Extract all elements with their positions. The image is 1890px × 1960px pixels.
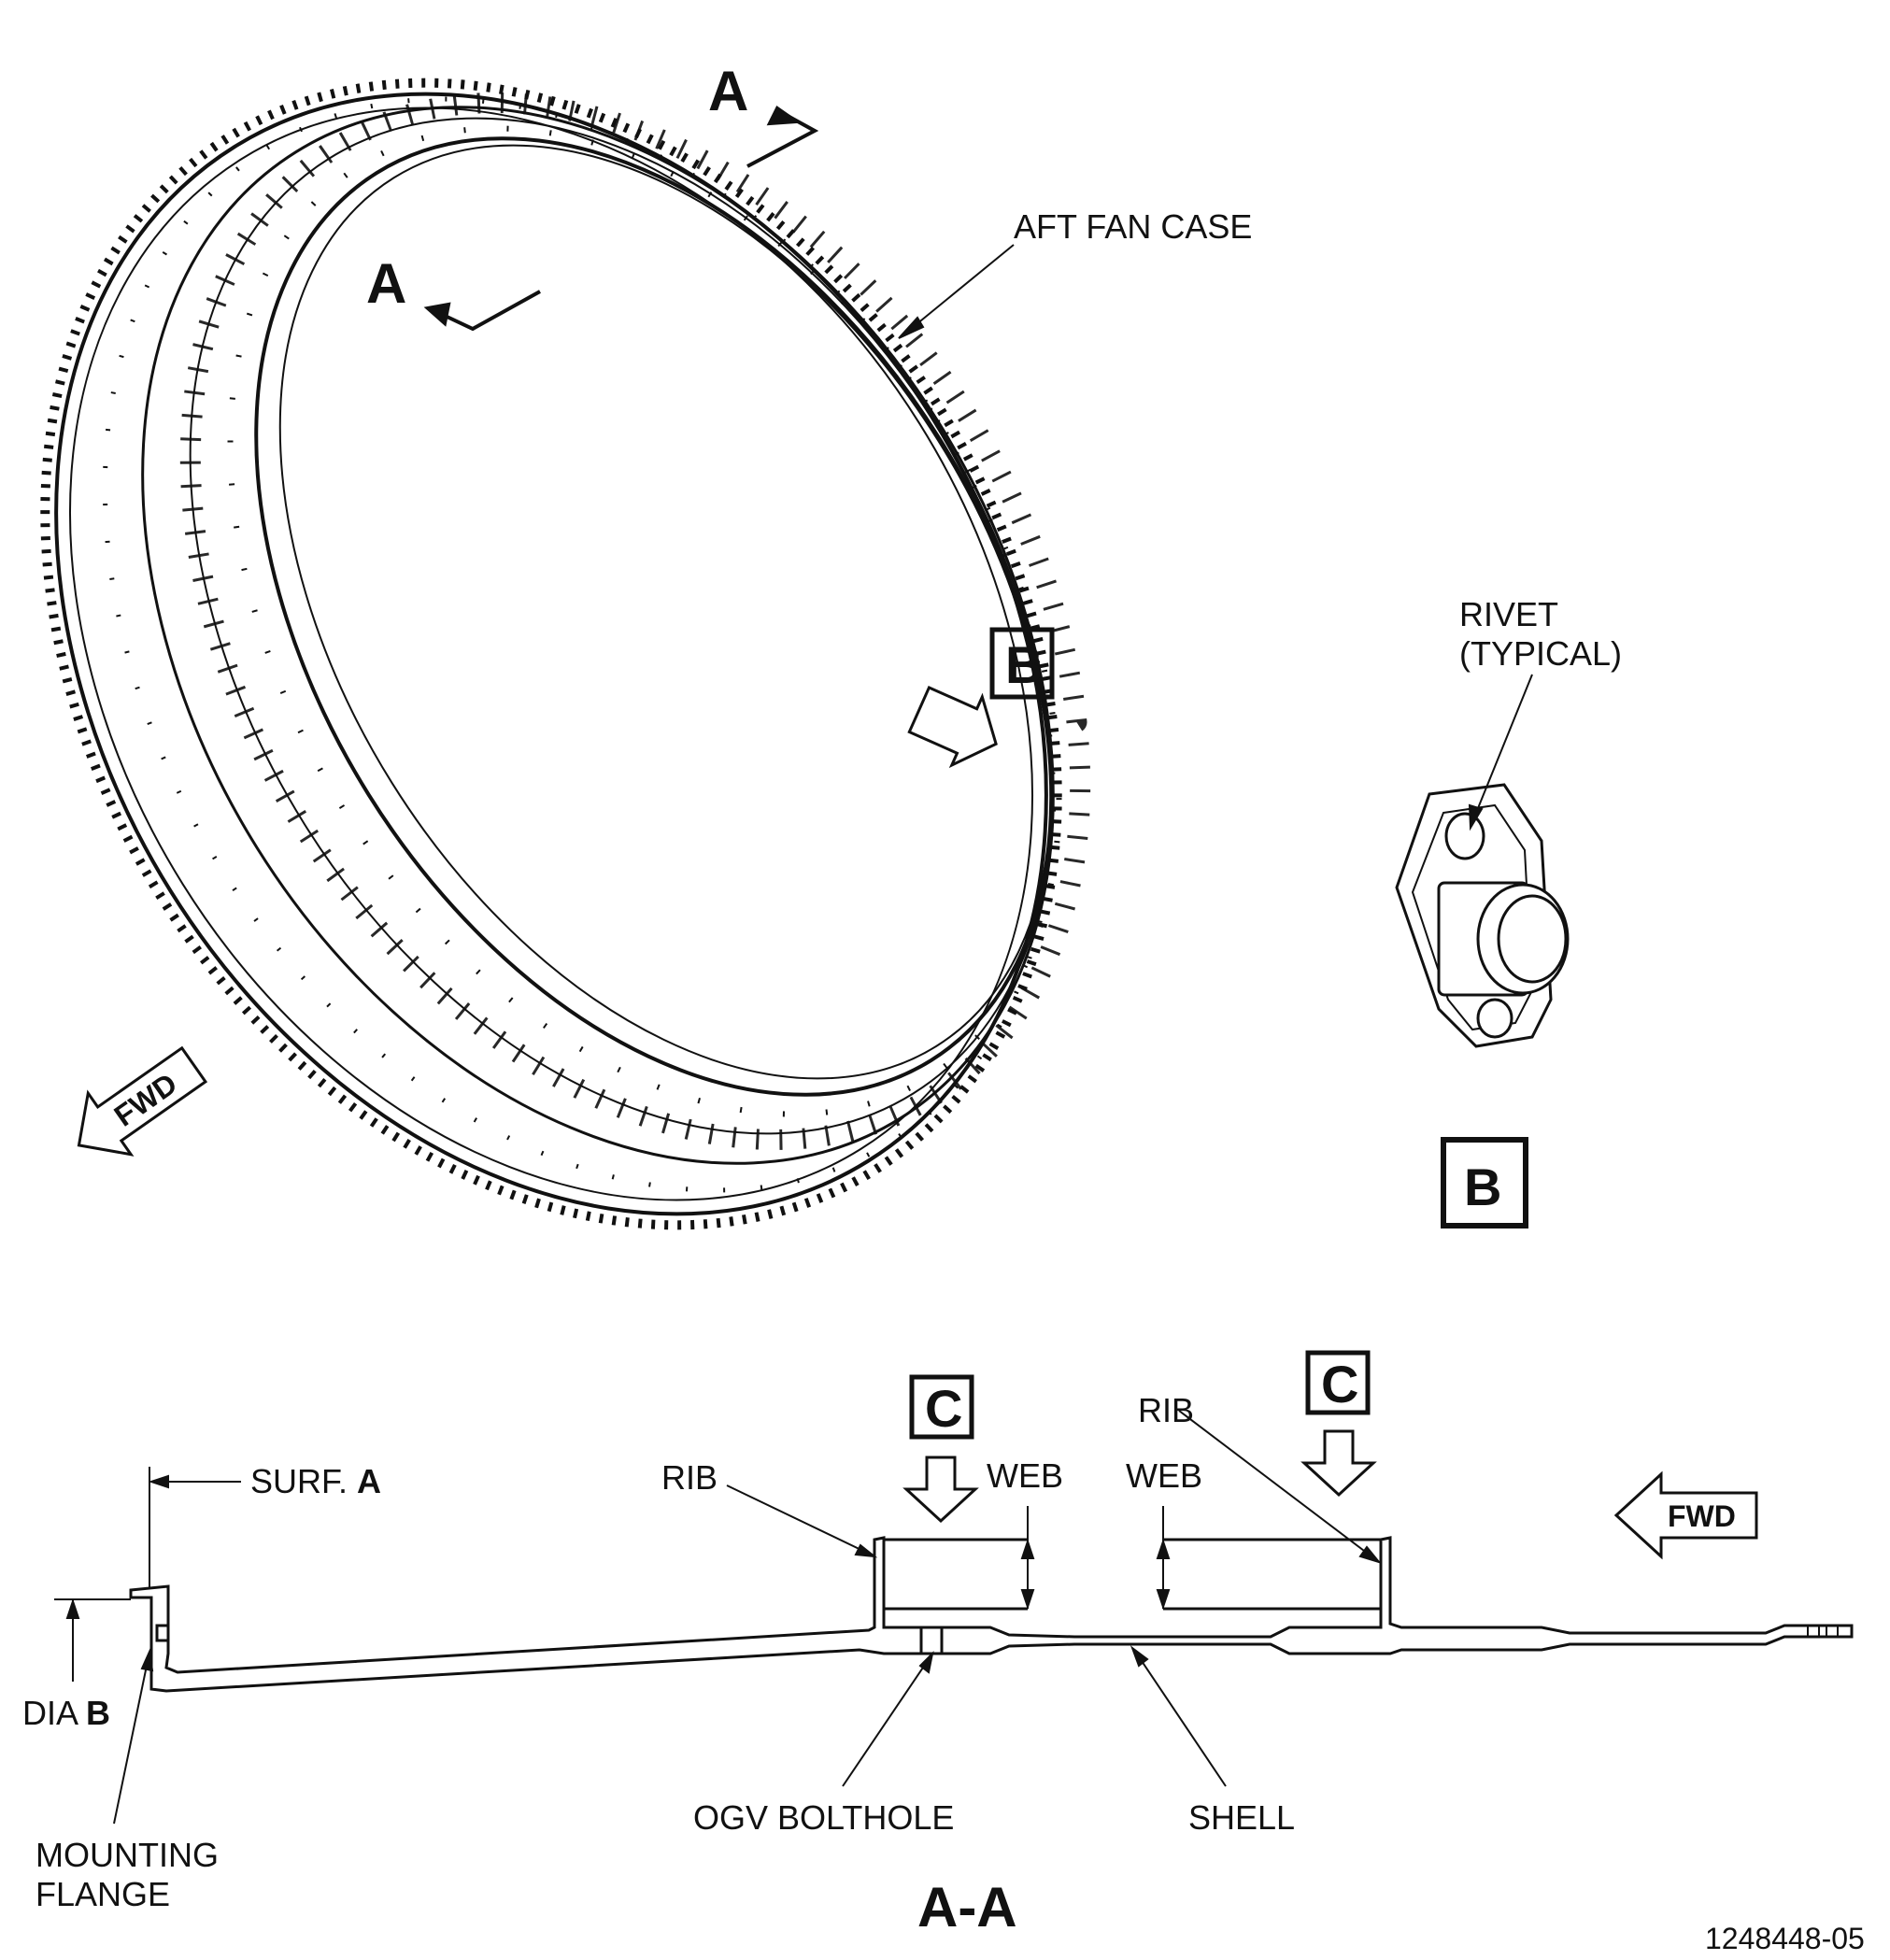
detail-b-box [989, 627, 1055, 700]
web-right-dimension [1156, 1506, 1171, 1611]
mounting-flange-line2: FLANGE [36, 1875, 170, 1913]
rivet-detail-drawing [1395, 783, 1570, 1048]
surf-a-prefix: SURF. [250, 1462, 348, 1500]
rivet-collar-inner [1497, 894, 1568, 984]
flange-notch [155, 1624, 170, 1642]
callout-c-left: C [925, 1379, 962, 1438]
dia-prefix: DIA [22, 1694, 78, 1732]
detail-b-arrow [907, 685, 998, 769]
aft-fan-case-leader [898, 244, 1015, 339]
rivet-label-line1: RIVET [1459, 595, 1558, 633]
bolt-hole-row [102, 96, 1057, 1193]
dia-b-dimension [54, 1598, 131, 1682]
rivet-leader [1468, 674, 1533, 831]
detail-b-label: B [1005, 635, 1043, 694]
web-left-dimension [1020, 1506, 1035, 1611]
fan-case-outer-rim-inner [69, 107, 1033, 1201]
shell-profile [129, 1536, 1854, 1693]
ogv-slot-row [179, 92, 1091, 1150]
fwd-arrow-top: FWD [77, 1045, 208, 1157]
callout-c-right-arrow [1300, 1429, 1377, 1498]
callout-c-left-arrow [902, 1456, 979, 1524]
aft-fan-case-drawing [40, 78, 1091, 1230]
web-left-label: WEB [987, 1456, 1063, 1495]
surf-a-leader [148, 1474, 241, 1489]
fwd-label-bottom: FWD [1668, 1499, 1736, 1533]
rivet-lower-hole [1476, 998, 1513, 1039]
figure-number: 1248448-05 [1705, 1922, 1865, 1955]
ogv-bolthole-shape [919, 1626, 944, 1655]
fan-case-band-1 [141, 106, 1055, 1165]
view-b-title-box [1441, 1137, 1528, 1229]
aft-fan-case-label: AFT FAN CASE [1014, 207, 1252, 246]
section-aa-profile [129, 1467, 1854, 1693]
section-a-cut-top [746, 106, 819, 168]
shell-leader [1130, 1645, 1227, 1787]
dia-b-label: DIA B [22, 1694, 110, 1732]
section-a-cut-left [423, 290, 541, 332]
dia-letter: B [86, 1694, 110, 1732]
callout-c-left-box [909, 1374, 974, 1440]
rib-left-label: RIB [661, 1458, 718, 1497]
mounting-flange-line1: MOUNTING [36, 1836, 219, 1874]
fan-case-inner-rim-2 [278, 144, 1052, 1080]
surf-a-letter: A [357, 1462, 381, 1500]
bolt-hole-row-inner [227, 125, 1062, 1117]
rivet-upper-hole [1444, 812, 1485, 860]
rib-left-leader [726, 1484, 878, 1558]
fan-case-teeth [40, 78, 1062, 1230]
shell-label: SHELL [1188, 1798, 1295, 1837]
mounting-flange-leader [113, 1648, 154, 1825]
web-right-label: WEB [1126, 1456, 1202, 1495]
section-a-label-left: A [366, 252, 406, 315]
view-b-title: B [1464, 1158, 1501, 1216]
ogv-bolthole-leader [842, 1650, 934, 1787]
fwd-arrow-bottom: FWD [1613, 1470, 1758, 1560]
callout-c-right-box [1305, 1350, 1371, 1415]
fan-case-inner-rim [254, 136, 1054, 1097]
rib-right-leader [1178, 1410, 1382, 1564]
rib-right-label: RIB [1138, 1391, 1194, 1429]
ogv-bolthole-label: OGV BOLTHOLE [693, 1798, 954, 1837]
surf-a-label: SURF. A [250, 1462, 381, 1500]
section-a-label-top: A [708, 60, 748, 122]
section-aa-title: A-A [917, 1876, 1017, 1939]
rivet-label-line2: (TYPICAL) [1459, 634, 1622, 673]
callout-c-right: C [1321, 1355, 1358, 1413]
